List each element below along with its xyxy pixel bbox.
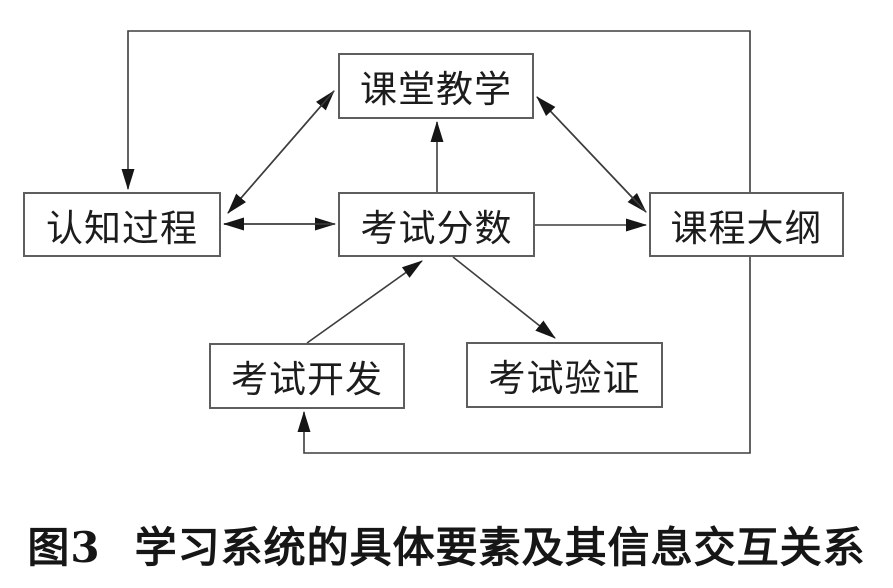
node-course-outline: 课程大纲	[649, 192, 844, 257]
node-exam-development: 考试开发	[209, 343, 405, 409]
node-cognitive-process-label: 认知过程	[46, 206, 198, 250]
figure-caption: 图3 学习系统的具体要素及其信息交互关系	[27, 514, 865, 575]
edge-outline-to-cognitive-feedback	[121, 30, 751, 192]
node-exam-scores-label: 考试分数	[360, 206, 513, 250]
edge-outline-to-development-feedback	[297, 257, 751, 454]
node-exam-validation: 考试验证	[466, 342, 663, 408]
edge-scores-to-validation	[452, 256, 556, 339]
node-classroom-teaching: 课堂教学	[338, 53, 534, 119]
node-exam-development-label: 考试开发	[231, 358, 383, 401]
node-cognitive-process: 认知过程	[23, 192, 221, 257]
edge-development-to-scores	[306, 260, 423, 344]
figure-caption-text: 学习系统的具体要素及其信息交互关系	[134, 523, 866, 572]
node-exam-scores: 考试分数	[338, 192, 535, 257]
node-exam-validation-label: 考试验证	[488, 357, 641, 400]
edge-cognitive-classroom-backward	[227, 90, 335, 214]
node-classroom-teaching-label: 课堂教学	[360, 68, 512, 111]
node-course-outline-label: 课程大纲	[670, 206, 823, 250]
edge-classroom-outline-backward	[536, 96, 647, 213]
diagram-connectors	[121, 30, 751, 454]
figure-number: 图3	[27, 523, 101, 572]
